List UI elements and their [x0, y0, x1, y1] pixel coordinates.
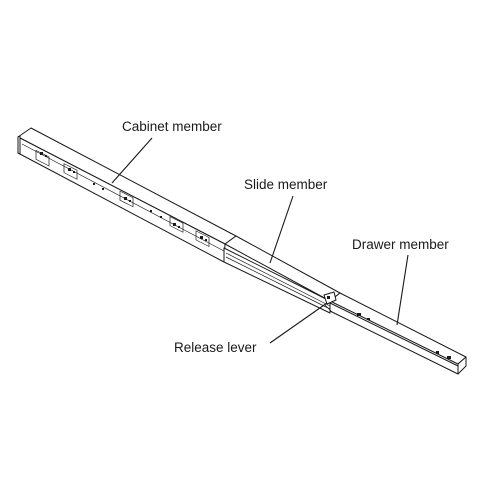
leader-release-lever [269, 302, 328, 344]
label-release-lever: Release lever [174, 340, 257, 355]
cabinet-mount-slots [35, 149, 210, 248]
label-slide-member: Slide member [244, 177, 328, 192]
drawer-member-rail [329, 292, 467, 375]
cabinet-member-rail [17, 127, 237, 263]
label-cabinet-member: Cabinet member [122, 119, 222, 134]
slide-member-rail [223, 235, 341, 314]
leader-slide-member [269, 195, 294, 264]
release-lever-part [323, 291, 337, 313]
leader-cabinet-member [111, 137, 153, 184]
leader-drawer-member [396, 254, 409, 326]
label-drawer-member: Drawer member [352, 237, 449, 252]
leader-lines [111, 137, 409, 344]
